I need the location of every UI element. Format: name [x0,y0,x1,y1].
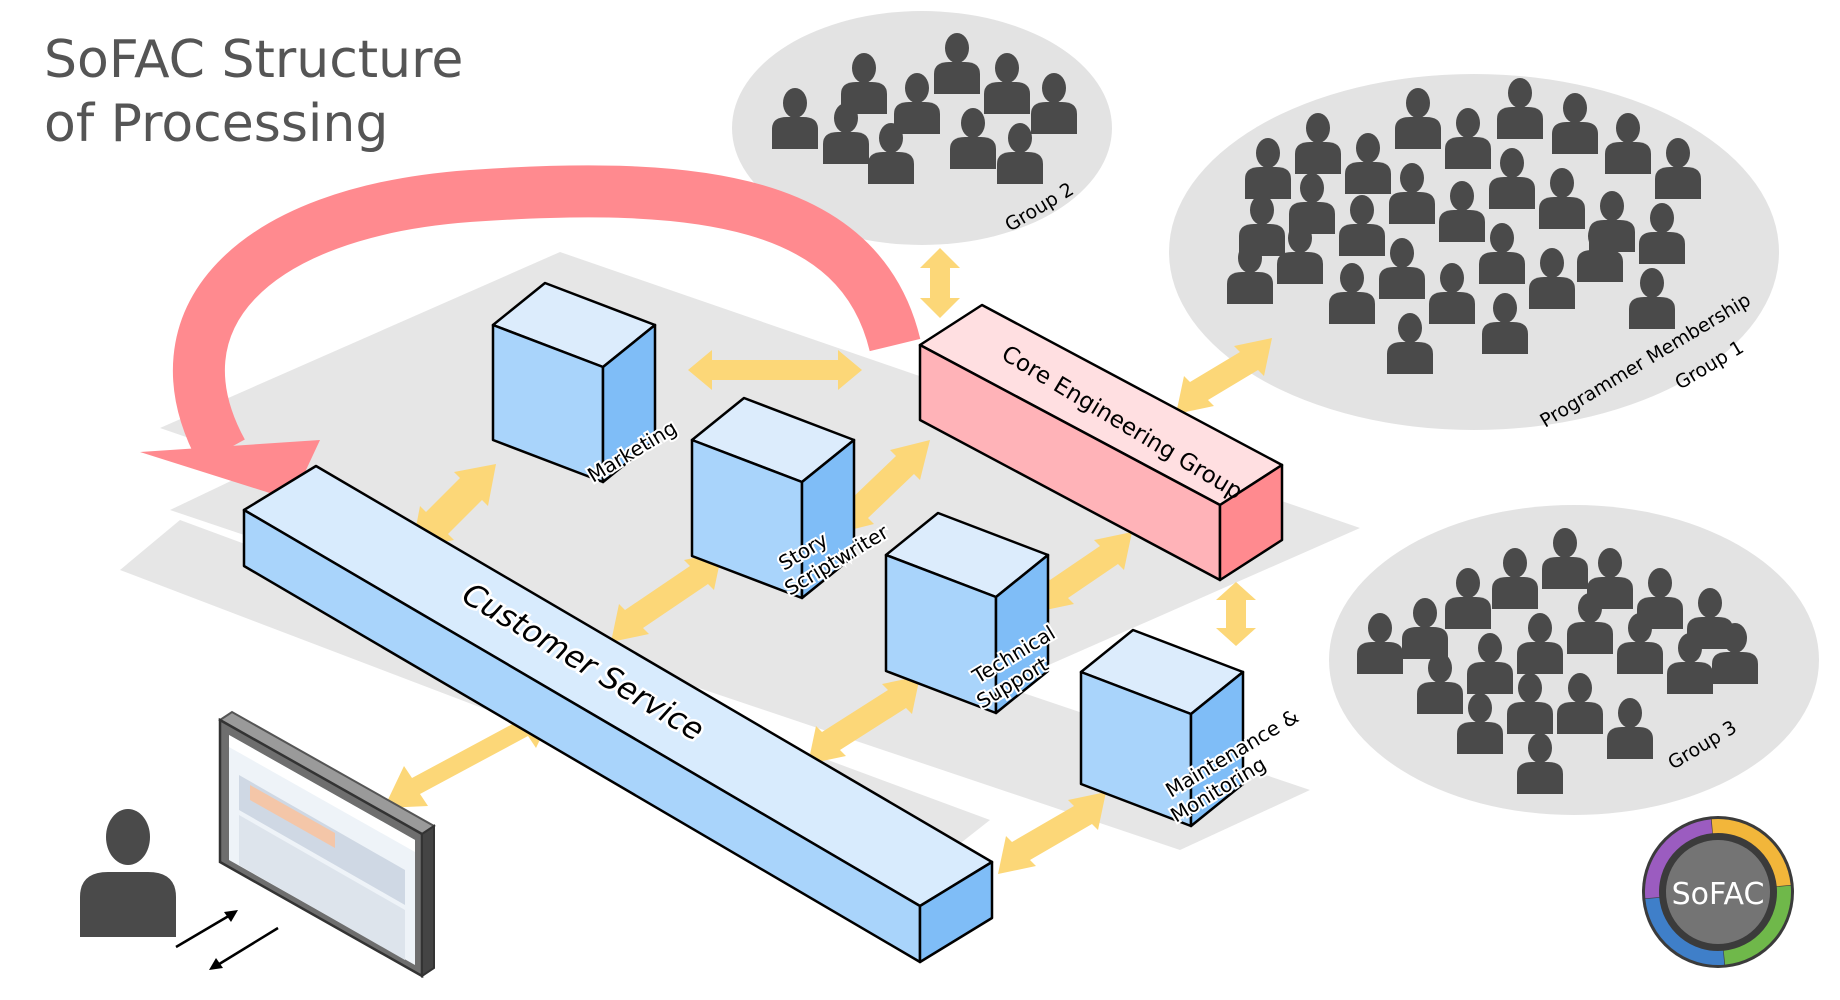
maintenance-box [1079,628,1245,828]
logo-text: SoFAC [1672,877,1765,912]
customer-service-box [242,464,994,964]
group3-bubble [1329,505,1819,815]
user-icon [80,809,176,937]
marketing-box [491,281,657,484]
story-box [690,396,856,600]
red-curved-arrow [140,165,921,500]
monitor [218,710,436,979]
title-line-1: SoFAC Structure [44,30,464,90]
sofac-logo: SoFAC [1642,816,1794,968]
user-screen-arrows [175,910,279,970]
page-title: SoFAC Structure of Processing [44,28,463,156]
yellow-arrows [384,248,1272,874]
core-engineering-box [918,303,1284,582]
technical-support-box [884,511,1050,715]
title-line-2: of Processing [44,94,389,154]
